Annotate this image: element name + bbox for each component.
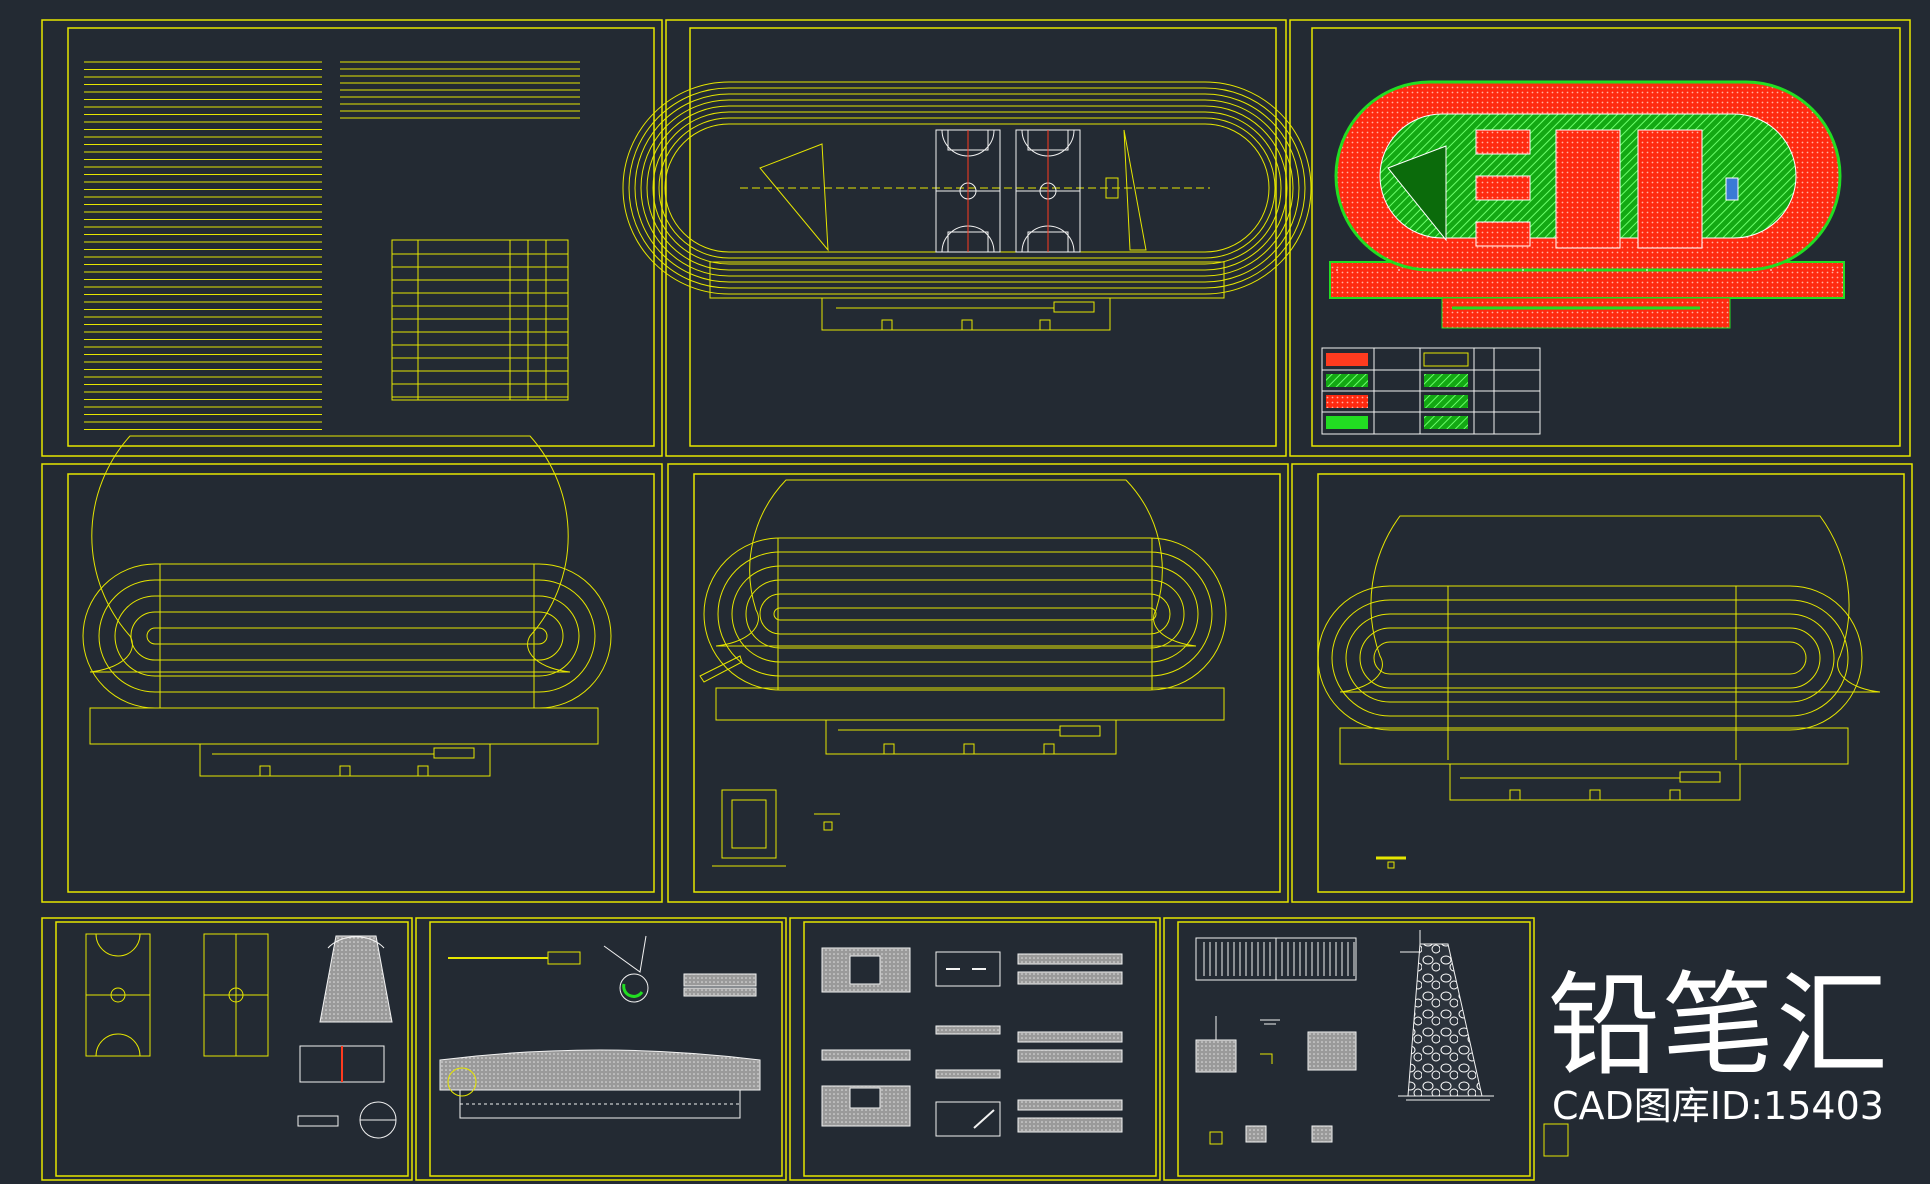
track-lane bbox=[703, 537, 1227, 691]
track-lane bbox=[1317, 585, 1863, 731]
sheet-8-frame bbox=[415, 917, 787, 1181]
sheet-3-colored-plan bbox=[1321, 80, 1845, 435]
sheet-2-site-plan bbox=[622, 81, 1312, 331]
sheet-7-frame bbox=[41, 917, 413, 1181]
track-lane bbox=[1331, 599, 1849, 717]
track-lane bbox=[773, 607, 1157, 621]
track-lane bbox=[717, 551, 1213, 677]
watermark-id: CAD图库ID:15403 bbox=[1552, 1084, 1884, 1128]
track-lane bbox=[658, 117, 1276, 259]
sheet-frames bbox=[41, 19, 1913, 1181]
track-lane bbox=[640, 99, 1294, 277]
sheet-10-wall-details bbox=[1195, 930, 1569, 1157]
sheet-7-court-details bbox=[85, 933, 397, 1139]
track-lane bbox=[646, 105, 1288, 271]
track-lane bbox=[1345, 613, 1835, 703]
sheet-6-track-plan bbox=[1317, 515, 1881, 869]
track-lane bbox=[130, 611, 564, 661]
sheet-5-frame bbox=[667, 463, 1289, 903]
sheet-6-frame bbox=[1291, 463, 1913, 903]
track-lane bbox=[98, 579, 596, 693]
track-lane bbox=[114, 595, 580, 677]
track-lane bbox=[759, 593, 1171, 635]
sheet-1-table bbox=[391, 239, 569, 401]
sheet-8-section-details bbox=[439, 935, 761, 1119]
track-lane bbox=[82, 563, 612, 709]
track-lane bbox=[731, 565, 1199, 663]
track-lane bbox=[628, 87, 1306, 289]
sheet-4-track-plan bbox=[82, 435, 612, 777]
sheet-3-frame bbox=[1289, 19, 1911, 457]
color-legend-table bbox=[1321, 347, 1541, 435]
sheet-1-notes bbox=[84, 61, 580, 430]
sheet-2-frame bbox=[665, 19, 1287, 457]
track-lane bbox=[745, 579, 1185, 649]
track-lane bbox=[1359, 627, 1821, 689]
watermark-brand: 铅笔汇 bbox=[1548, 961, 1890, 1091]
sheet-4-frame bbox=[41, 463, 663, 903]
sheet-9-material-details bbox=[821, 947, 1123, 1137]
track-lane bbox=[622, 81, 1312, 295]
sheet-9-frame bbox=[789, 917, 1161, 1181]
track-lane bbox=[652, 111, 1282, 265]
track-lane bbox=[1373, 641, 1807, 675]
track-lane bbox=[634, 93, 1300, 283]
track-lane bbox=[146, 627, 548, 645]
basketball-courts bbox=[935, 129, 1081, 253]
sheet-10-frame bbox=[1163, 917, 1535, 1181]
sheet-5-track-plan bbox=[699, 479, 1227, 867]
sheet-1-frame bbox=[41, 19, 663, 457]
